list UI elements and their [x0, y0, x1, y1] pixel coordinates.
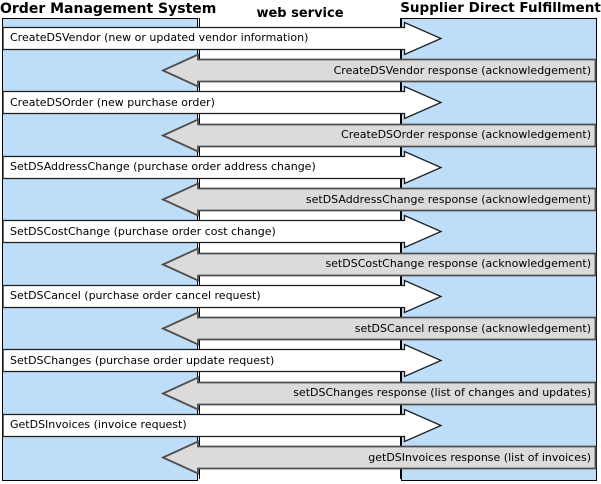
response-arrow-label: CreateDSOrder response (acknowledgement) [341, 128, 591, 141]
left-arrow-shape [161, 440, 597, 475]
response-arrow: getDSInvoices response (list of invoices… [161, 440, 597, 475]
response-arrow: CreateDSOrder response (acknowledgement) [161, 117, 597, 153]
right-arrow-shape [2, 343, 443, 378]
header-order-management-system: Order Management System [0, 1, 217, 17]
header-web-service: web service [256, 6, 344, 21]
right-arrow-shape [2, 279, 443, 313]
right-arrow-shape [2, 21, 443, 55]
left-arrow-shape [161, 375, 597, 411]
right-arrow-shape [2, 85, 443, 120]
left-arrow-shape [161, 311, 597, 346]
response-arrow: setDSCancel response (acknowledgement) [161, 311, 597, 346]
response-arrow: setDSChanges response (list of changes a… [161, 375, 597, 411]
left-arrow-shape [161, 182, 597, 217]
response-arrow-label: CreateDSVendor response (acknowledgement… [333, 63, 591, 77]
response-arrow-label: setDSChanges response (list of changes a… [293, 386, 591, 399]
request-arrow: SetDSCancel (purchase order cancel reque… [2, 279, 443, 314]
request-arrow: GetDSInvoices (invoice request) [2, 408, 443, 443]
response-arrow: CreateDSVendor response (acknowledgement… [161, 53, 597, 88]
left-arrow-shape [161, 246, 597, 282]
request-arrow: CreateDSVendor (new or updated vendor in… [2, 21, 443, 56]
response-arrow-label: setDSAddressChange response (acknowledge… [305, 192, 591, 206]
right-arrow-shape [2, 150, 443, 184]
request-arrow-label: CreateDSVendor (new or updated vendor in… [10, 31, 309, 44]
response-arrow-label: setDSCostChange response (acknowledgemen… [325, 257, 591, 270]
right-arrow-shape [2, 408, 443, 442]
response-arrow: setDSAddressChange response (acknowledge… [161, 182, 597, 217]
response-arrow-label: setDSCancel response (acknowledgement) [354, 321, 591, 335]
request-arrow: SetDSCostChange (purchase order cost cha… [2, 214, 443, 249]
request-arrow-label: SetDSCostChange (purchase order cost cha… [10, 224, 276, 238]
request-arrow-label: CreateDSOrder (new purchase order) [10, 95, 215, 109]
right-arrow-shape [2, 214, 443, 249]
left-arrow-shape [161, 53, 597, 88]
request-arrow-label: GetDSInvoices (invoice request) [10, 418, 187, 431]
request-arrow-label: SetDSAddressChange (purchase order addre… [10, 160, 316, 173]
response-arrow: setDSCostChange response (acknowledgemen… [161, 246, 597, 282]
request-arrow-label: SetDSChanges (purchase order update requ… [10, 353, 275, 367]
left-arrow-shape [161, 117, 597, 153]
request-arrow-label: SetDSCancel (purchase order cancel reque… [10, 289, 261, 302]
request-arrow: SetDSChanges (purchase order update requ… [2, 343, 443, 378]
header-supplier-direct-fulfillment: Supplier Direct Fulfillment [400, 0, 601, 16]
response-arrow-label: getDSInvoices response (list of invoices… [368, 450, 591, 464]
request-arrow: SetDSAddressChange (purchase order addre… [2, 150, 443, 185]
request-arrow: CreateDSOrder (new purchase order) [2, 85, 443, 120]
